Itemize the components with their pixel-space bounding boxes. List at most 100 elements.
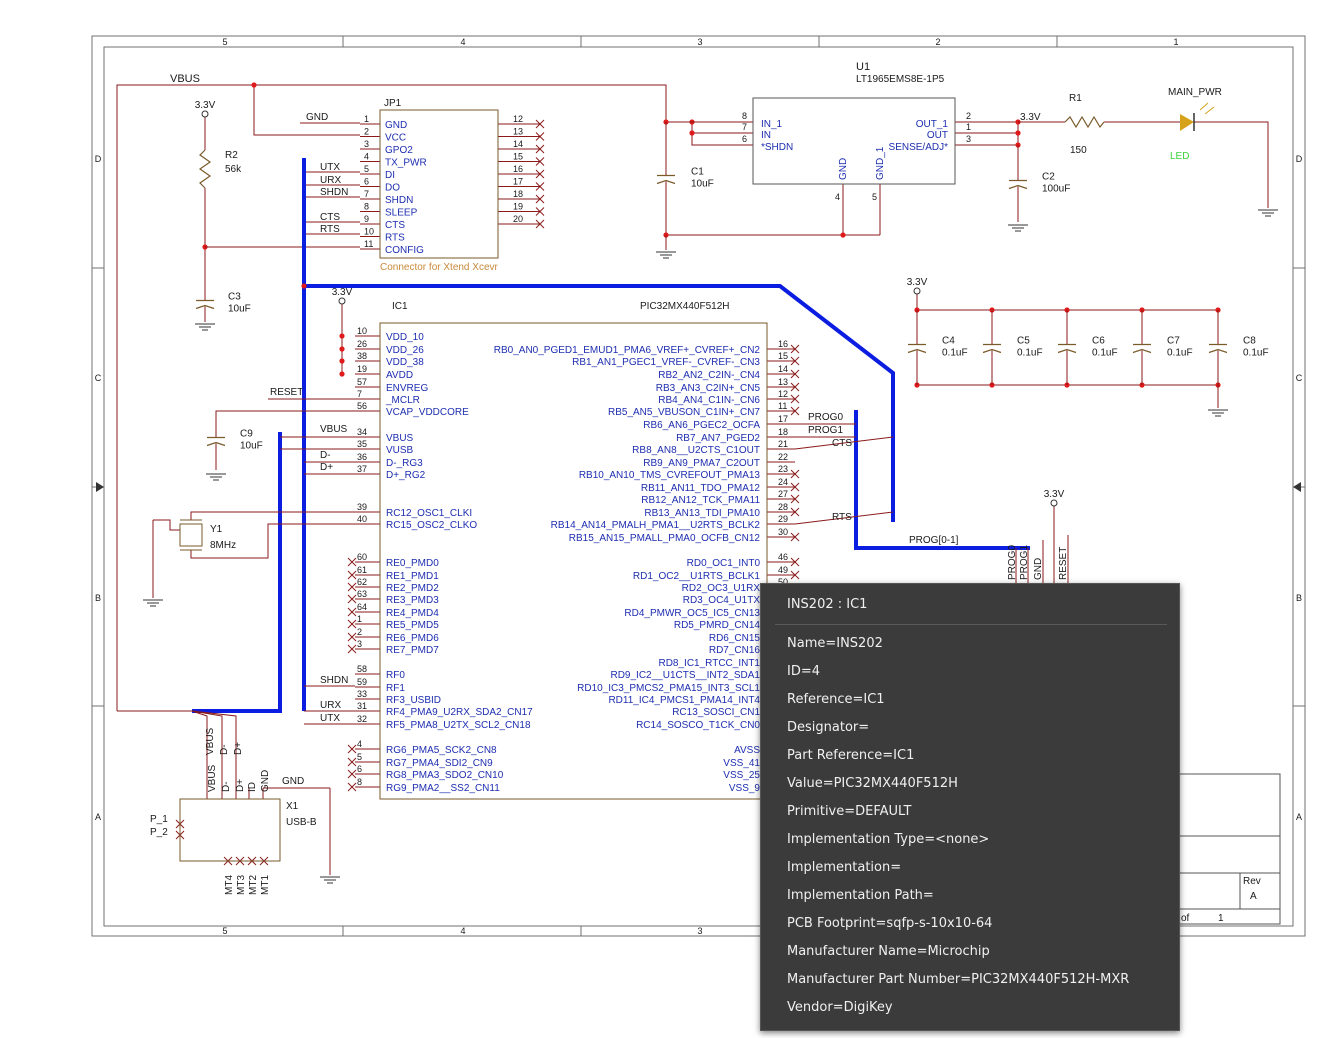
tooltip-property: Implementation Type=<none> [787, 832, 1129, 860]
pin-name: GPO2 [385, 145, 413, 156]
r1-body [1065, 117, 1104, 127]
pin-number: 14 [778, 364, 788, 374]
u1-body[interactable] [753, 98, 955, 184]
pin-number: 49 [778, 565, 788, 575]
x1-body[interactable] [180, 799, 280, 861]
r1-ref: R1 [1069, 93, 1082, 104]
no-connect-marker [348, 608, 356, 616]
no-connect-marker [348, 745, 356, 753]
pin-name: OUT_1 [916, 119, 949, 130]
pin-number: 59 [357, 677, 367, 687]
ground-symbol [320, 877, 340, 883]
pin-name: RF4_PMA9_U2RX_SDA2_CN17 [386, 707, 533, 718]
net-label: CTS [832, 438, 852, 449]
pin-number: 7 [364, 189, 369, 199]
pin-number: 28 [778, 502, 788, 512]
pin-name: RE5_PMD5 [386, 620, 439, 631]
x1-value: USB-B [286, 817, 317, 828]
ground-symbol [143, 600, 163, 606]
pin-name: RB4_AN4_C1IN-_CN6 [658, 395, 760, 406]
pin-number: 4 [835, 192, 840, 202]
ic1-ref: IC1 [392, 301, 408, 312]
pin-name: RD3_OC4_U1TX [683, 595, 761, 606]
pin-number: 3 [364, 139, 369, 149]
rev-label: Rev [1243, 876, 1261, 887]
pin-number: 7 [357, 389, 362, 399]
net-label: RTS [320, 224, 340, 235]
pin-name: AVSS [734, 745, 760, 756]
tooltip-property: ID=4 [787, 664, 1129, 692]
pin-name: VCAP_VDDCORE [386, 407, 469, 418]
pin-number: 61 [357, 565, 367, 575]
pin-name: MT1 [260, 875, 271, 895]
net-label: UTX [320, 713, 340, 724]
wire [1194, 122, 1268, 208]
led-arrow [1205, 107, 1214, 114]
led-body[interactable] [1180, 114, 1194, 131]
cap-value: 10uF [228, 304, 251, 315]
no-connect-marker [348, 783, 356, 791]
pin-name: D- [221, 781, 232, 792]
pin-name: SLEEP [385, 208, 418, 219]
zone-label: 4 [460, 926, 465, 936]
pin-number: 23 [778, 464, 788, 474]
net-label: PROG1 [1019, 545, 1030, 580]
pin-number: 8 [357, 777, 362, 787]
pin-name: RB10_AN10_TMS_CVREFOUT_PMA13 [579, 470, 761, 481]
pin-number: 57 [357, 377, 367, 387]
pin-name: RE0_PMD0 [386, 558, 439, 569]
pin-name: RB2_AN2_C2IN-_CN4 [658, 370, 760, 381]
pin-name: P_1 [150, 814, 168, 825]
pin-name: CTS [385, 220, 405, 231]
cap-ref: C3 [228, 292, 241, 303]
pin-name: RD4_PMWR_OC5_IC5_CN13 [624, 608, 760, 619]
pin-name: RE4_PMD4 [386, 608, 439, 619]
zone-label: D [95, 154, 102, 164]
zone-label: 2 [935, 37, 940, 47]
power-port [339, 298, 345, 304]
r2-value: 56k [225, 164, 242, 175]
pin-name: DI [385, 170, 395, 181]
junction-dot [339, 371, 344, 376]
pin-name: RB14_AN14_PMALH_PMA1__U2RTS_BCLK2 [551, 520, 761, 531]
pin-number: 38 [357, 351, 367, 361]
pin-number: 20 [513, 214, 523, 224]
pin-number: 4 [364, 152, 369, 162]
r2-body [200, 150, 210, 188]
cap-ref: C4 [942, 336, 955, 347]
sheet-total: 1 [1218, 913, 1224, 924]
pin-name: D-_RG3 [386, 458, 423, 469]
cap-ref: C5 [1017, 336, 1030, 347]
pin-name: RD7_CN16 [709, 645, 761, 656]
net-label: RESET [1058, 547, 1069, 580]
title-block [1178, 774, 1280, 924]
pin-name: CONFIG [385, 245, 424, 256]
pin-number: 32 [357, 714, 367, 724]
cap-ref: C7 [1167, 336, 1180, 347]
pin-number: 18 [778, 427, 788, 437]
net-label: VBUS [320, 424, 348, 435]
pin-number: 5 [357, 752, 362, 762]
led-arrow [1200, 103, 1208, 110]
pin-name: RC13_SOSCI_CN1 [672, 707, 760, 718]
pin-name: OUT [927, 130, 948, 141]
pin-number: 8 [364, 202, 369, 212]
center-arrow [1293, 482, 1301, 492]
tooltip-property: Primitive=DEFAULT [787, 804, 1129, 832]
pin-number: 2 [966, 111, 971, 121]
y1-value: 8MHz [210, 540, 236, 551]
net-label: CTS [320, 212, 340, 223]
pin-number: 12 [513, 114, 523, 124]
tooltip-title: INS202 : IC1 [787, 597, 867, 612]
junction-dot [301, 283, 306, 288]
pin-name: RF0 [386, 670, 405, 681]
pin-number: 19 [513, 202, 523, 212]
bus [856, 410, 1030, 548]
pin-number: 24 [778, 477, 788, 487]
y1-body[interactable] [180, 524, 202, 546]
net-label: PROG0 [1007, 545, 1018, 580]
r2-ref: R2 [225, 150, 238, 161]
no-connect-marker [348, 645, 356, 653]
pin-number: 8 [742, 111, 747, 121]
no-connect-marker [348, 620, 356, 628]
